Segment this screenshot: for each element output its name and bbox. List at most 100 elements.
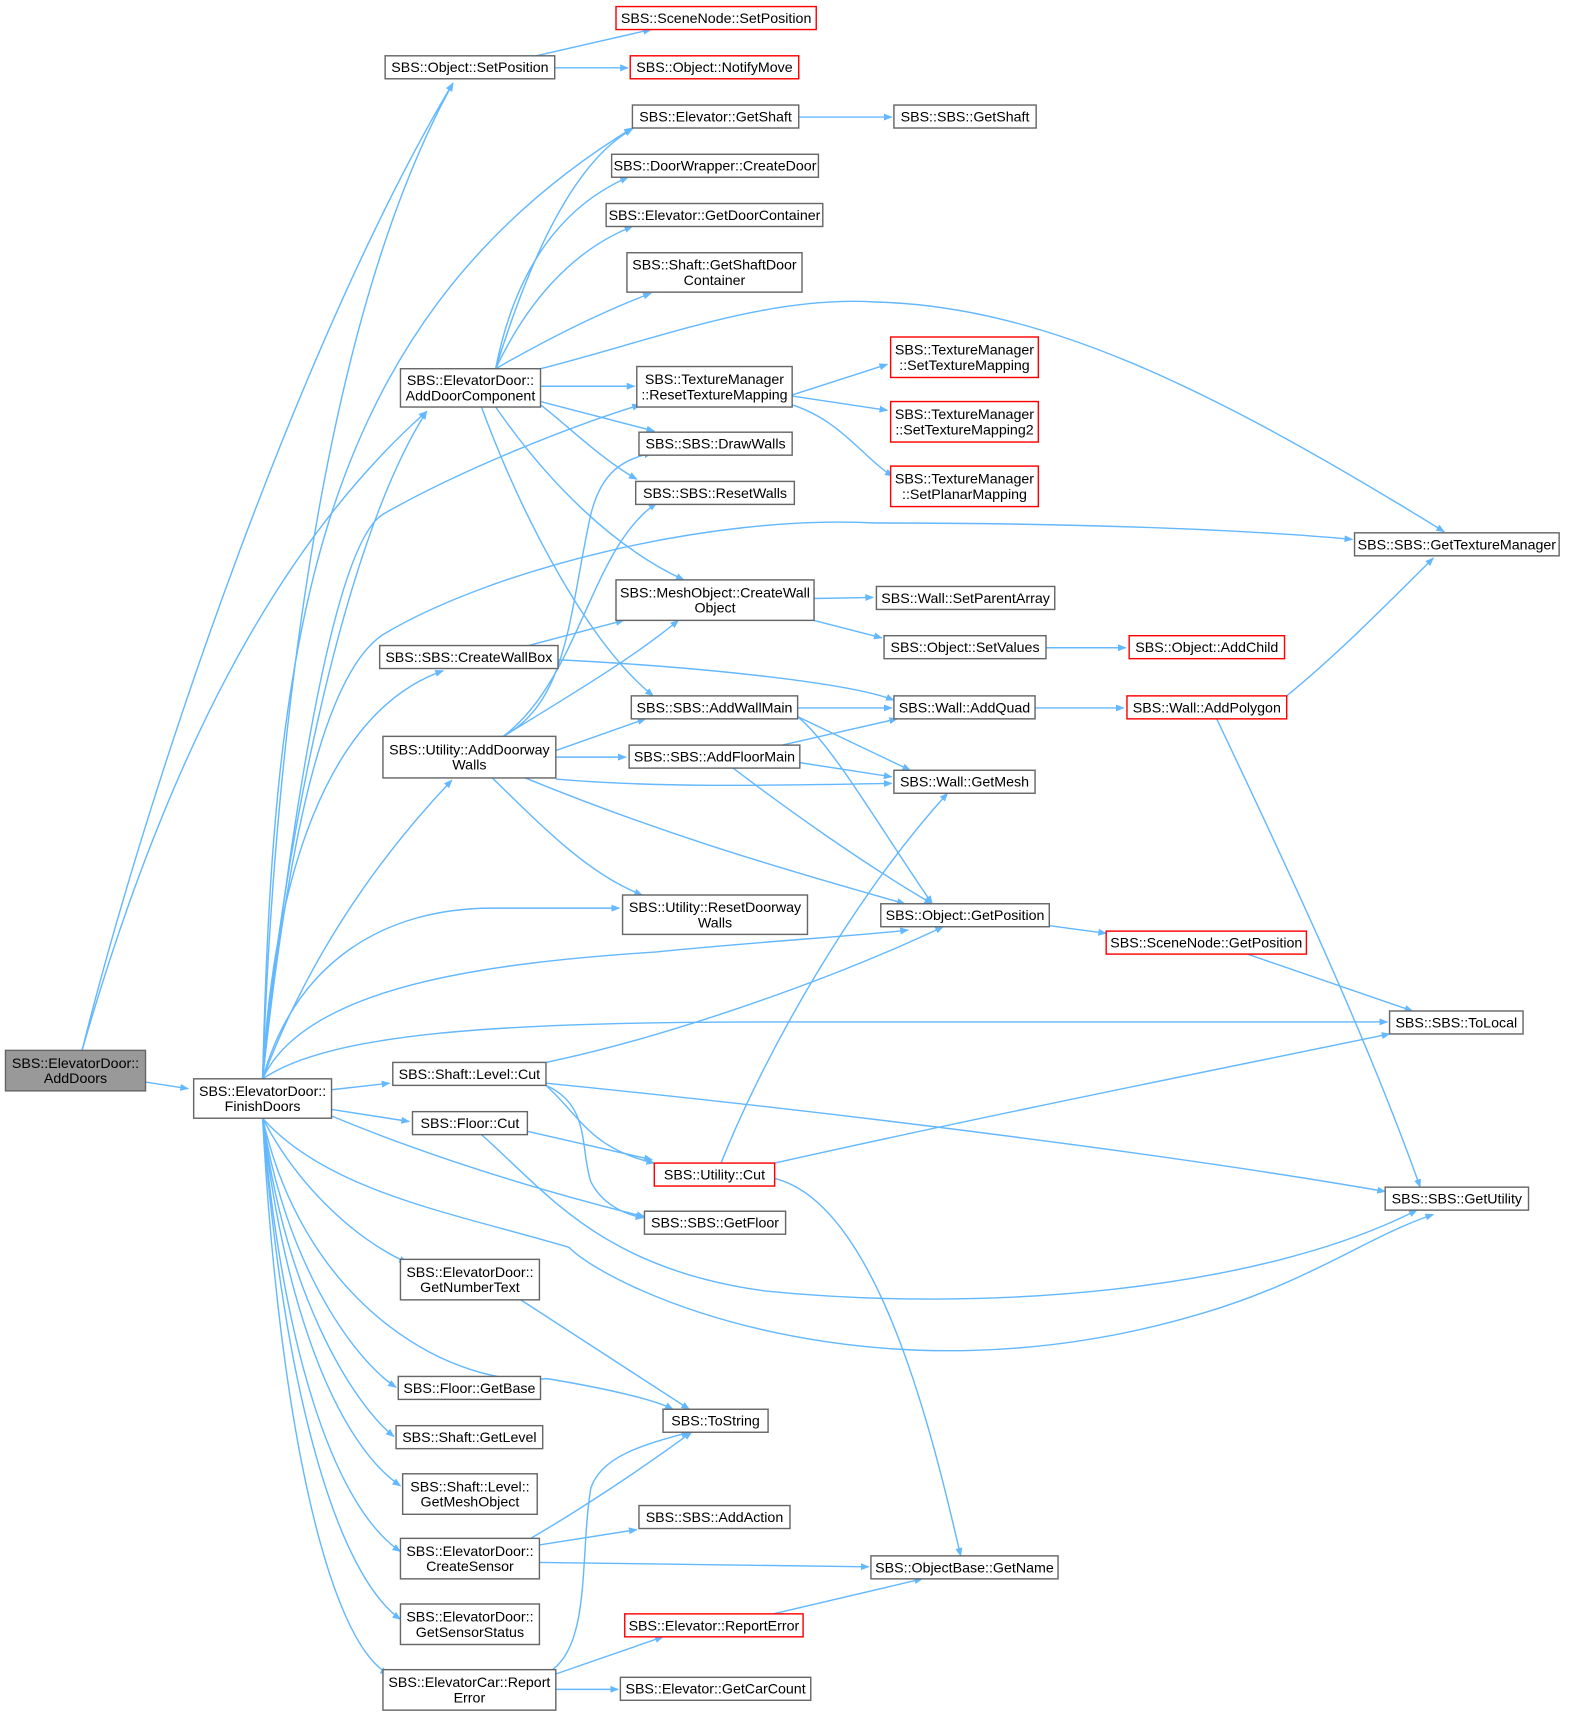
function-node-sbs-sbs-addfloormain[interactable]: SBS::SBS::AddFloorMain xyxy=(628,744,801,769)
function-node-sbs-object-setvalues[interactable]: SBS::Object::SetValues xyxy=(883,634,1047,660)
call-edge-n10-n23 xyxy=(480,406,654,697)
function-node-sbs-sbs-createwallbox[interactable]: SBS::SBS::CreateWallBox xyxy=(378,644,559,670)
call-edge-n10-n15 xyxy=(540,400,656,433)
node-label-line: SBS::SBS::AddAction xyxy=(646,1510,784,1526)
function-node-sbs-object-addchild[interactable]: SBS::Object::AddChild xyxy=(1128,634,1286,660)
edge-line xyxy=(545,1082,1387,1194)
function-node-sbs-shaft-level-getmeshobject[interactable]: SBS::Shaft::Level::GetMeshObject xyxy=(401,1473,538,1516)
function-node-sbs-tostring[interactable]: SBS::ToString xyxy=(662,1408,769,1433)
function-node-sbs-elevator-getdoorcontainer[interactable]: SBS::Elevator::GetDoorContainer xyxy=(605,202,824,228)
function-node-sbs-elevatordoor-getsensorstatus[interactable]: SBS::ElevatorDoor::GetSensorStatus xyxy=(399,1603,541,1646)
node-label-line: GetNumberText xyxy=(420,1280,520,1296)
function-node-sbs-shaft-level-cut[interactable]: SBS::Shaft::Level::Cut xyxy=(392,1061,547,1087)
function-node-sbs-elevator-reporterror[interactable]: SBS::Elevator::ReportError xyxy=(624,1613,804,1638)
node-box xyxy=(192,1078,333,1119)
function-node-sbs-scenenode-setposition[interactable]: SBS::SceneNode::SetPosition xyxy=(615,5,817,31)
edge-line xyxy=(261,1118,402,1620)
node-label-line: GetMeshObject xyxy=(421,1495,520,1511)
function-node-sbs-wall-addpolygon[interactable]: SBS::Wall::AddPolygon xyxy=(1126,695,1288,720)
node-box xyxy=(1353,532,1560,557)
function-node-sbs-sbs-addwallmain[interactable]: SBS::SBS::AddWallMain xyxy=(630,695,799,720)
edge-line xyxy=(502,451,653,737)
function-node-sbs-sbs-tolocal[interactable]: SBS::SBS::ToLocal xyxy=(1388,1010,1524,1035)
call-edge-n10-n16 xyxy=(540,404,638,480)
function-node-sbs-elevatordoor-finishdoors[interactable]: SBS::ElevatorDoor::FinishDoors xyxy=(192,1078,333,1119)
node-box xyxy=(399,368,542,408)
node-box xyxy=(1128,634,1286,660)
edge-line xyxy=(555,778,893,788)
edge-line xyxy=(540,404,638,480)
node-label-line: SBS::ElevatorDoor:: xyxy=(406,1544,533,1560)
node-box xyxy=(893,695,1036,720)
node-box xyxy=(1126,695,1288,720)
edge-line xyxy=(799,761,893,780)
function-node-sbs-wall-addquad[interactable]: SBS::Wall::AddQuad xyxy=(893,695,1036,720)
node-label-line: SBS::TextureManager xyxy=(645,372,784,388)
function-node-sbs-utility-cut[interactable]: SBS::Utility::Cut xyxy=(653,1162,776,1187)
node-label-line: SBS::TextureManager xyxy=(895,472,1034,488)
edge-line xyxy=(502,502,658,737)
function-node-sbs-texturemanager-resettexturemapping[interactable]: SBS::TextureManager::ResetTextureMapping xyxy=(636,365,793,408)
node-label-line: SBS::DoorWrapper::CreateDoor xyxy=(614,159,817,175)
function-node-sbs-objectbase-getname[interactable]: SBS::ObjectBase::GetName xyxy=(870,1555,1059,1580)
function-node-sbs-object-getposition[interactable]: SBS::Object::GetPosition xyxy=(880,903,1050,928)
node-box xyxy=(395,1424,544,1450)
function-node-sbs-shaft-getlevel[interactable]: SBS::Shaft::GetLevel xyxy=(395,1424,544,1450)
function-node-sbs-sbs-getfloor[interactable]: SBS::SBS::GetFloor xyxy=(643,1210,787,1235)
function-node-sbs-texturemanager-settexturemapping2[interactable]: SBS::TextureManager::SetTextureMapping2 xyxy=(889,400,1040,443)
edge-line xyxy=(81,82,454,1051)
node-box xyxy=(399,1537,541,1580)
call-edge-n1-n48 xyxy=(261,1118,390,1675)
node-label-line: SBS::SBS::GetShaft xyxy=(901,109,1030,125)
call-edge-n38-n40 xyxy=(520,1299,691,1410)
function-node-sbs-doorwrapper-createdoor[interactable]: SBS::DoorWrapper::CreateDoor xyxy=(610,153,820,178)
function-node-sbs-elevatorcar-reporterror[interactable]: SBS::ElevatorCar::ReportError xyxy=(382,1668,557,1711)
function-node-sbs-wall-getmesh[interactable]: SBS::Wall::GetMesh xyxy=(893,769,1036,794)
edge-line xyxy=(540,300,1446,533)
call-edge-n1-n2 xyxy=(261,82,454,1079)
function-node-sbs-elevatordoor-adddoorcomponent[interactable]: SBS::ElevatorDoor::AddDoorComponent xyxy=(399,368,542,408)
edge-line xyxy=(262,1117,1435,1352)
edge-line xyxy=(145,1081,190,1091)
function-node-sbs-object-setposition[interactable]: SBS::Object::SetPosition xyxy=(384,55,556,80)
edge-line xyxy=(792,395,889,413)
node-box xyxy=(605,202,824,228)
node-label-line: Container xyxy=(684,273,746,289)
function-node-sbs-floor-cut[interactable]: SBS::Floor::Cut xyxy=(411,1110,529,1136)
call-edge-n26-n23 xyxy=(555,718,647,752)
function-node-sbs-elevator-getcarcount[interactable]: SBS::Elevator::GetCarCount xyxy=(619,1676,812,1702)
function-node-sbs-texturemanager-setplanarmapping[interactable]: SBS::TextureManager::SetPlanarMapping xyxy=(889,465,1040,508)
call-edge-n1-n33 xyxy=(331,1080,391,1091)
node-box xyxy=(893,769,1036,794)
function-node-sbs-elevator-getshaft[interactable]: SBS::Elevator::GetShaft xyxy=(631,104,800,129)
function-node-sbs-scenenode-getposition[interactable]: SBS::SceneNode::GetPosition xyxy=(1105,930,1308,955)
node-box xyxy=(889,336,1040,379)
function-node-sbs-sbs-gettexturemanager[interactable]: SBS::SBS::GetTextureManager xyxy=(1353,532,1560,557)
call-edge-n26-n15 xyxy=(502,451,653,737)
function-node-sbs-elevatordoor-adddoors[interactable]: SBS::ElevatorDoor::AddDoors xyxy=(4,1049,147,1092)
node-box xyxy=(630,695,799,720)
function-node-sbs-sbs-drawwalls[interactable]: SBS::SBS::DrawWalls xyxy=(638,431,793,456)
node-box xyxy=(1384,1186,1530,1211)
function-node-sbs-object-notifymove[interactable]: SBS::Object::NotifyMove xyxy=(629,55,800,80)
node-box xyxy=(624,1613,804,1638)
function-node-sbs-sbs-getshaft[interactable]: SBS::SBS::GetShaft xyxy=(893,104,1037,129)
function-node-sbs-elevatordoor-getnumbertext[interactable]: SBS::ElevatorDoor::GetNumberText xyxy=(399,1258,541,1301)
edge-line xyxy=(782,717,899,746)
function-node-sbs-sbs-getutility[interactable]: SBS::SBS::GetUtility xyxy=(1384,1186,1530,1211)
call-edge-n0-n1 xyxy=(145,1081,190,1091)
function-node-sbs-elevatordoor-createsensor[interactable]: SBS::ElevatorDoor::CreateSensor xyxy=(399,1537,541,1580)
call-edge-n1-n30 xyxy=(261,927,910,1080)
function-node-sbs-sbs-addaction[interactable]: SBS::SBS::AddAction xyxy=(638,1504,791,1530)
node-label-line: SBS::SBS::CreateWallBox xyxy=(385,650,552,666)
function-node-sbs-floor-getbase[interactable]: SBS::Floor::GetBase xyxy=(397,1375,542,1401)
function-node-sbs-texturemanager-settexturemapping[interactable]: SBS::TextureManager::SetTextureMapping xyxy=(889,336,1040,379)
function-node-sbs-wall-setparentarray[interactable]: SBS::Wall::SetParentArray xyxy=(875,585,1056,611)
call-edge-n0-n10 xyxy=(81,410,428,1051)
function-node-sbs-sbs-resetwalls[interactable]: SBS::SBS::ResetWalls xyxy=(634,480,796,506)
